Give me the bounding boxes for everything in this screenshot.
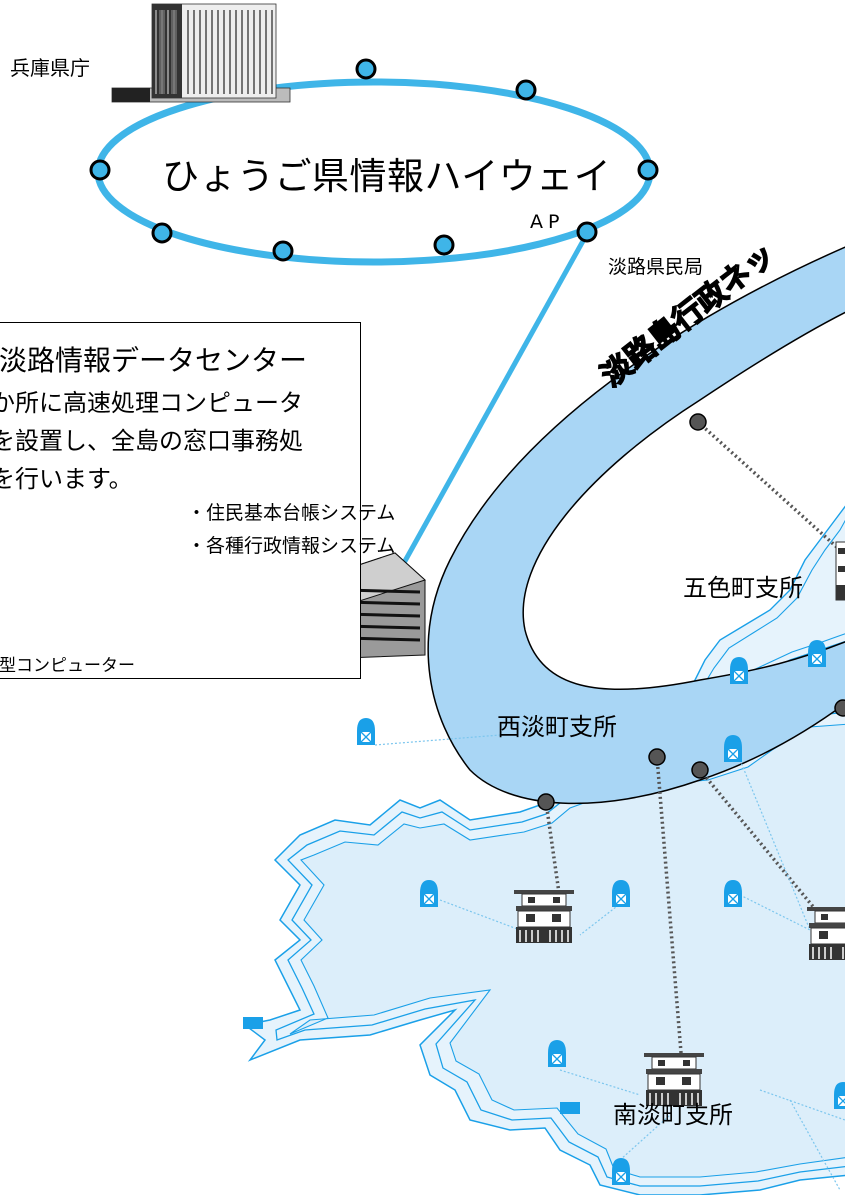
highway-node [151,222,173,244]
kiosk-icon [611,879,631,908]
marker-icon [560,1102,580,1114]
coast-north [689,505,845,701]
branch-label-minamiawaji: 南淡町支所 [613,1101,733,1129]
network-links [544,420,842,1066]
info-box-bullet: ・住民基本台帳システム [187,502,396,524]
awaji-bureau-label: 淡路県民局 [608,256,704,278]
datacenter-info-box: 淡路情報データセンター か所に高速処理コンピュータ を設置し、全島の窓口事務処 … [0,322,395,679]
kiosk-icon [547,1039,567,1068]
info-box-bullet: ・各種行政情報システム [187,535,396,557]
awaji-network-band [427,246,845,805]
prefectural-office-building-icon [111,3,291,103]
ap-label: AP [530,211,565,233]
highway-node [272,240,294,262]
kiosk-icon [611,1157,631,1186]
highway-node [637,159,659,181]
prefectural-office-label: 兵庫県庁 [10,56,90,80]
highway-node [433,234,455,256]
highway-node [355,58,377,80]
network-node [537,793,555,811]
branch-building-icon [513,889,575,944]
highway-title: ひょうご県情報ハイウェイ [162,155,612,198]
island-inner [289,723,845,1178]
marker-icon [243,1017,263,1029]
kiosk-icon [419,879,439,908]
info-box-line: を行います。 [0,465,133,493]
branch-building-icon [835,541,845,601]
kiosk-icon [807,639,827,668]
network-node [648,748,666,766]
network-node [689,413,707,431]
network-node [691,761,709,779]
highway-node [576,221,598,243]
info-box-line: を設置し、全島の窓口事務処 [0,427,303,455]
info-box-title: 淡路情報データセンター [0,344,308,377]
kiosk-icon [723,734,743,763]
computer-caption: 型コンピューター [0,656,135,676]
highway-node [89,159,111,181]
highway-node [515,79,537,101]
highway-nodes [89,58,659,262]
network-nodes [537,413,845,811]
kiosk-icon [723,879,743,908]
coast-north-inner [700,519,845,689]
kiosk-icon [729,656,749,685]
datacenter-link [397,230,591,572]
info-box-line: か所に高速処理コンピュータ [0,389,303,417]
kiosk-icon [356,717,376,746]
branch-label-nishiawaji: 西淡町支所 [497,713,617,741]
branch-label-goshiki: 五色町支所 [683,574,803,602]
network-node [834,699,845,717]
